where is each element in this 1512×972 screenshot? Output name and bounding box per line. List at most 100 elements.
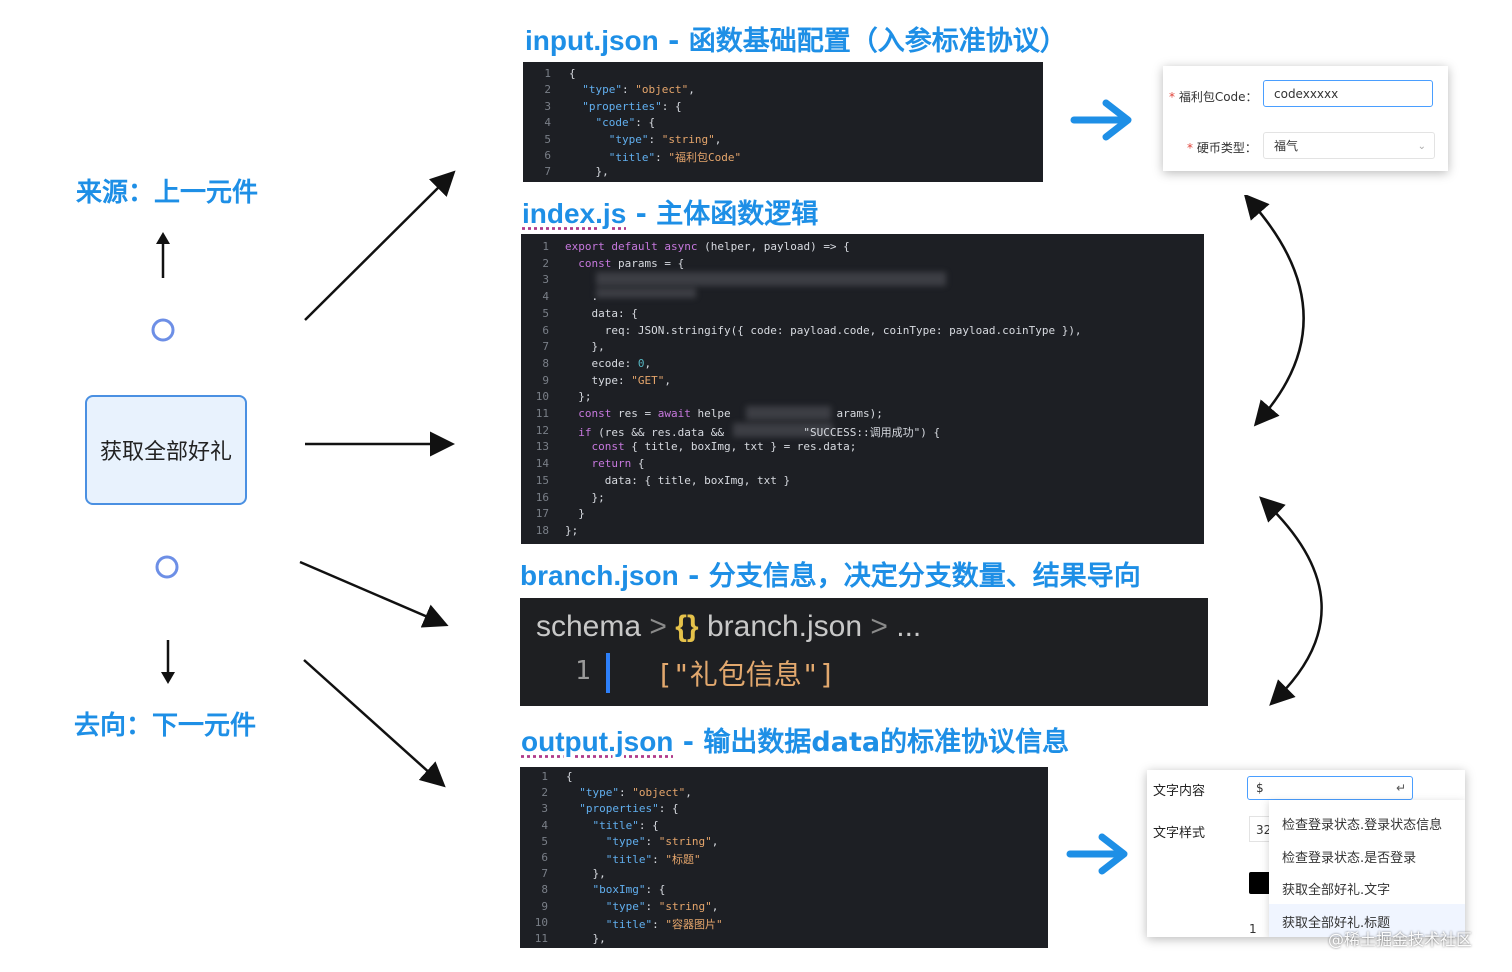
line-number: 12: [535, 423, 549, 437]
line-number: 7: [542, 340, 549, 354]
code-line: "type": "object",: [582, 83, 695, 97]
line-number: 1: [541, 770, 548, 783]
code-line: "boxImg": {: [592, 883, 666, 897]
code-line: }: [565, 507, 585, 521]
code-line: };: [565, 390, 592, 404]
code-line: },: [565, 340, 605, 354]
menu-item-is-logged-in[interactable]: 检查登录状态.是否登录: [1282, 851, 1417, 866]
code-line: if (res && res.data && "SUCCESS::调用成功") …: [578, 425, 941, 439]
line-number: 5: [544, 132, 551, 146]
line-number: 2: [544, 83, 551, 97]
line-number: 8: [542, 356, 549, 370]
line-number: 11: [535, 407, 549, 420]
code-line: },: [566, 867, 606, 881]
bottom-port-icon[interactable]: [152, 552, 182, 582]
code-line: "title": {: [592, 818, 659, 832]
top-port-icon[interactable]: [148, 315, 178, 345]
redacted-block: [746, 406, 831, 420]
code-line: const res = await helpe arams);: [578, 407, 883, 420]
branch-breadcrumb: schema > {} branch.json > ...: [536, 610, 922, 643]
code-line: {: [566, 770, 573, 783]
arrow-to-branch: [299, 560, 449, 628]
line-number: 5: [542, 306, 549, 320]
line-number: 3: [542, 273, 549, 287]
line-number: 6: [541, 851, 548, 864]
up-arrow-icon: [156, 232, 170, 278]
line-number: 7: [544, 165, 551, 179]
menu-item-gift-title[interactable]: 获取全部好礼.标题: [1282, 916, 1391, 931]
line-number: 6: [544, 149, 551, 162]
code-input[interactable]: codexxxxx: [1263, 80, 1433, 107]
target-label: 去向：下一元件: [74, 711, 257, 741]
code-line: {: [569, 67, 576, 80]
line-number: 5: [541, 834, 548, 848]
line-number: 13: [535, 440, 549, 454]
input-form-card: * 福利包Code： codexxxxx * 硬币类型： 福气 ⌄: [1163, 66, 1448, 171]
line-number: 2: [542, 256, 549, 270]
heading-output: output.json - 输出数据data的标准协议信息: [521, 726, 1070, 758]
text-style-label: 文字样式: [1153, 826, 1206, 841]
code-line: },: [566, 932, 606, 945]
coin-type-select[interactable]: 福气 ⌄: [1263, 132, 1435, 159]
output-form-card: 文字内容 $ ↵ 文字样式 32 1 检查登录状态.登录状态信息 检查登录状态.…: [1147, 770, 1465, 937]
node-get-all-gifts[interactable]: 获取全部好礼: [85, 395, 247, 505]
line-number: 1: [544, 67, 551, 80]
redacted-block: [596, 272, 946, 286]
code-line: "type": "object",: [579, 786, 692, 800]
heading-input: input.json - 函数基础配置（入参标准协议）: [525, 25, 1067, 57]
line-number: 8: [541, 883, 548, 897]
code-line: type: "GET",: [565, 373, 671, 387]
line-number: 3: [544, 99, 551, 113]
line-number: 10: [534, 915, 548, 929]
code-line: data: {: [565, 306, 638, 320]
code-line: data: { title, boxImg, txt }: [565, 473, 791, 487]
code-line: "title": "福利包Code": [608, 151, 742, 164]
redacted-block: [733, 423, 833, 437]
color-swatch[interactable]: [1249, 872, 1271, 894]
line-number: 17: [535, 507, 549, 521]
cursor-line: [606, 653, 610, 693]
code-label: * 福利包Code：: [1169, 90, 1258, 104]
text-content-label: 文字内容: [1153, 784, 1206, 799]
line-number: 4: [541, 818, 548, 832]
code-line: };: [565, 523, 579, 537]
heading-index: index.js - 主体函数逻辑: [522, 198, 819, 230]
input-code-panel: 1{2 "type": "object",3 "properties": {4 …: [523, 62, 1043, 182]
code-line: ecode: 0,: [565, 356, 652, 370]
branch-line-number: 1: [575, 656, 591, 686]
line-number: 1: [542, 240, 549, 253]
code-line: "title": "容器图片": [605, 917, 723, 931]
code-line: "title": "标题": [605, 853, 701, 866]
line-number: 9: [542, 373, 549, 387]
coin-type-label: * 硬币类型：: [1187, 141, 1257, 155]
branch-line-text: ["礼包信息"]: [656, 658, 836, 691]
enter-icon: ↵: [1395, 781, 1406, 795]
line-number: 7: [541, 867, 548, 881]
text-content-input[interactable]: $ ↵: [1247, 776, 1413, 800]
code-line: .: [565, 290, 599, 304]
code-line: "type": "string",: [605, 899, 719, 913]
index-code-panel: 1 export default async (helper, payload) …: [521, 234, 1204, 544]
code-line: },: [569, 165, 609, 179]
code-line: export default async (helper, payload) =…: [565, 240, 850, 253]
code-line: const { title, boxImg, txt } = res.data;: [591, 440, 857, 454]
line-number: 4: [542, 290, 549, 304]
code-line: "type": "string",: [605, 834, 719, 848]
curved-double-arrows: [1243, 195, 1323, 706]
line-number: 9: [541, 899, 548, 913]
right-arrow-icon: [1066, 833, 1128, 875]
line-number: 10: [535, 390, 549, 404]
menu-item-gift-text[interactable]: 获取全部好礼.文字: [1282, 883, 1391, 898]
chevron-down-icon: ⌄: [1417, 141, 1426, 152]
line-number: 3: [541, 802, 548, 816]
arrow-to-output: [303, 659, 446, 788]
menu-item-login-info[interactable]: 检查登录状态.登录状态信息: [1282, 818, 1443, 833]
source-label: 来源：上一元件: [76, 178, 259, 208]
branch-code-panel: schema > {} branch.json > ... 1 ["礼包信息"]: [520, 598, 1208, 706]
code-line: };: [565, 490, 605, 504]
menu-hover-bg: [1269, 904, 1465, 937]
down-arrow-icon: [161, 640, 175, 684]
line-number: 14: [535, 457, 549, 471]
line-number: 11: [534, 932, 548, 945]
right-arrow-icon: [1070, 99, 1132, 141]
